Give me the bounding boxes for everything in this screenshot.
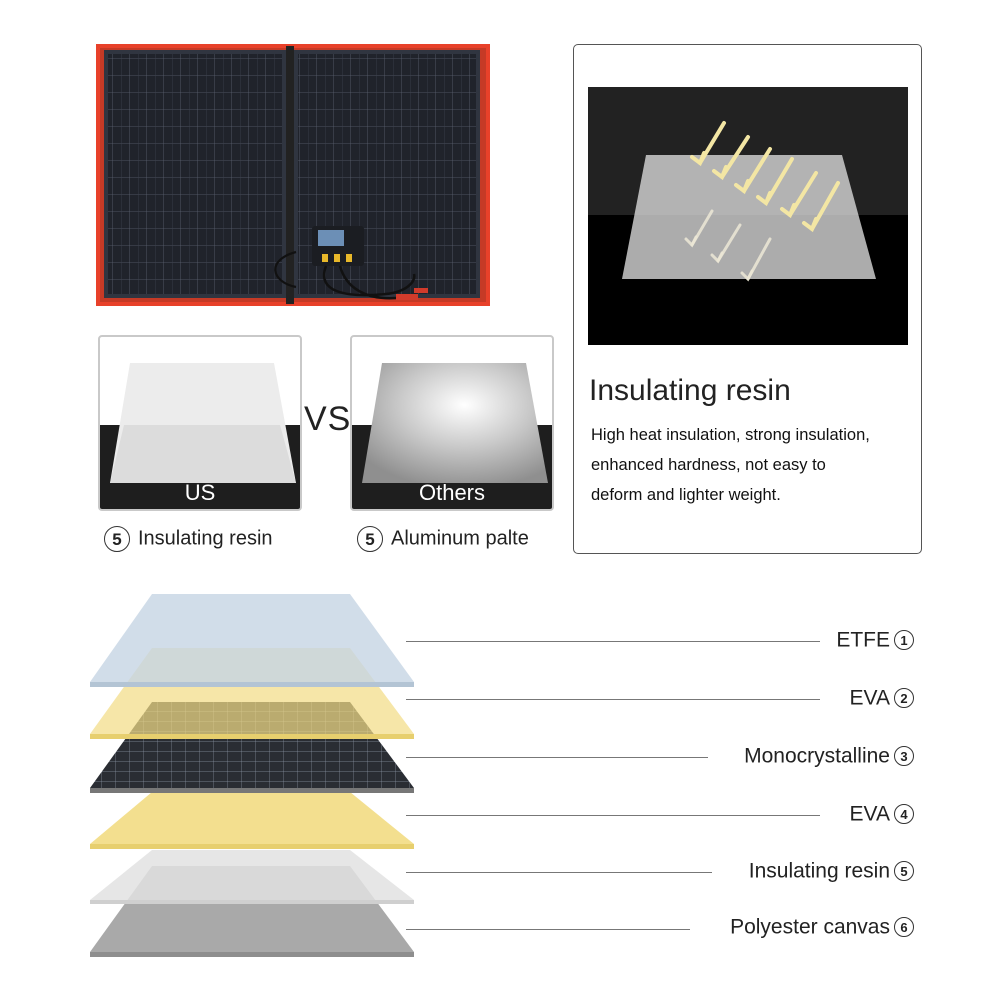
info-line-1: High heat insulation, strong insulation, — [591, 426, 870, 444]
number-badge: 4 — [894, 804, 914, 825]
number-badge: 2 — [894, 688, 914, 709]
others-caption-text: Aluminum palte — [391, 527, 529, 550]
others-caption: 5 Aluminum palte — [357, 526, 529, 552]
number-badge: 5 — [104, 526, 130, 552]
number-badge: 3 — [894, 746, 914, 767]
leader-line-etfe — [406, 641, 820, 643]
info-line-2: enhanced hardness, not easy to — [591, 456, 826, 474]
others-label: Others — [418, 480, 486, 505]
number-badge: 5 — [357, 526, 383, 552]
layer-eva-lower — [90, 792, 414, 844]
us-caption-text: Insulating resin — [138, 527, 273, 550]
heat-insulation-illustration — [588, 87, 908, 345]
vs-label: VS — [304, 400, 352, 438]
layer-etfe — [90, 594, 414, 682]
number-badge: 6 — [894, 917, 914, 938]
us-caption: 5 Insulating resin — [104, 526, 273, 552]
insulating-resin-illustration — [100, 363, 300, 509]
us-comparison-card: US — [98, 335, 302, 511]
leader-line-monocrystalline — [406, 757, 708, 759]
number-badge: 1 — [894, 630, 914, 651]
us-label: US — [184, 480, 216, 505]
layer-insulating-resin — [90, 850, 414, 900]
info-title: Insulating resin — [589, 374, 791, 407]
others-comparison-card: Others — [350, 335, 554, 511]
leader-line-eva-4 — [406, 815, 820, 817]
layer-stack-illustration — [90, 594, 414, 957]
leader-line-polyester-canvas — [406, 929, 690, 931]
number-badge: 5 — [894, 861, 914, 882]
info-line-3: deform and lighter weight. — [591, 486, 781, 504]
heat-arrows — [690, 121, 840, 233]
leader-line-eva-2 — [406, 699, 820, 701]
aluminum-plate-illustration — [352, 363, 552, 509]
solar-panel-photo — [96, 44, 490, 306]
leader-line-insulating-resin — [406, 872, 712, 874]
